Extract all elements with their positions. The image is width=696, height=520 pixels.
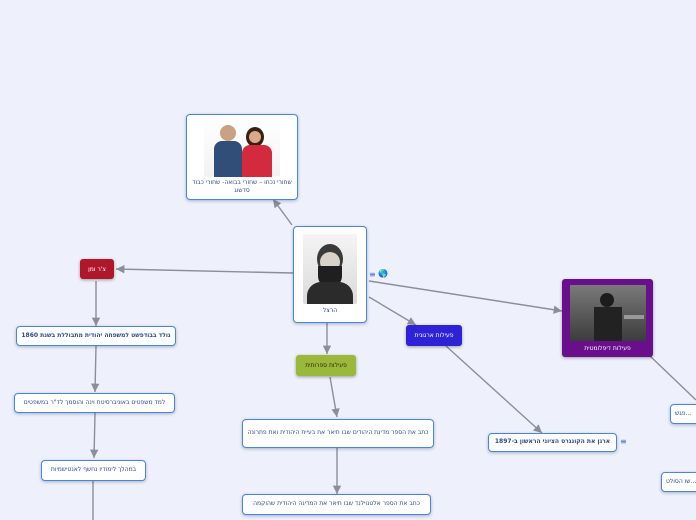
right-edge-node-1[interactable]: ...פגש [670, 404, 696, 424]
notes-icon[interactable]: ≡ [369, 270, 376, 279]
show-node[interactable]: שחורי נכחו – שחורי בבואה- שחורי כבוד סדש… [186, 114, 298, 200]
central-label: הרצל [322, 306, 338, 314]
right-edge-node-2[interactable]: ...שו הסולט [661, 472, 696, 492]
diplomatic-photo [569, 284, 646, 341]
born-node[interactable]: צ'ר ומן [80, 259, 114, 279]
jewish-state-node[interactable]: כתב את הספר מדינת היהודים שבו תיאר את בע… [242, 419, 434, 448]
central-node[interactable]: הרצל [293, 226, 367, 323]
hosts-photo [204, 119, 280, 177]
diplomatic-node[interactable]: פעילות דיפלומטית [562, 279, 653, 357]
organizational-node[interactable]: פעילות ארגונית [406, 325, 462, 346]
herzl-portrait [303, 233, 357, 304]
show-caption: שחורי נכחו – שחורי בבואה- שחורי כבוד סדש… [192, 178, 292, 194]
birth-node[interactable]: נולד בבודפשט למשפחה יהודית מתבוללת בשנת … [16, 326, 176, 346]
altneuland-node[interactable]: כתב את הספר אלטנוילנד שבו תיאר את המדינה… [242, 494, 431, 515]
law-studies-node[interactable]: למד משפטים באוניברסיטת וינה והוסמך לד"ר … [14, 393, 175, 413]
literary-node[interactable]: פעילות ספרותית [296, 355, 356, 376]
diplomatic-label: פעילות דיפלומטית [584, 344, 631, 352]
notes-icon[interactable]: ≡ [620, 437, 627, 446]
antisemitism-node[interactable]: במהלך לימודיו נחשף לאנטישמיות [41, 460, 146, 481]
globe-icon[interactable]: 🌎 [378, 269, 388, 278]
congress-node[interactable]: ארגן את הקונגרס הציוני הראשון ב-1897 [488, 433, 617, 452]
